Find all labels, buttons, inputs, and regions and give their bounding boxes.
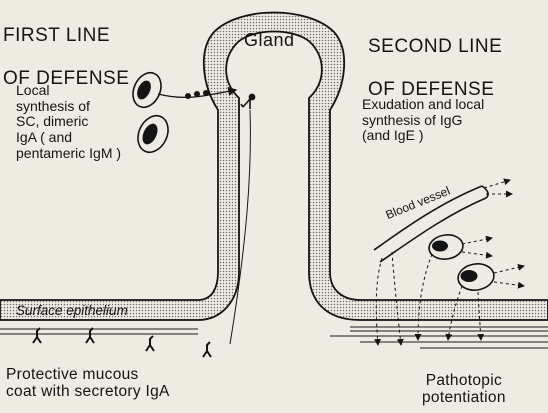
plasma-cell <box>427 233 464 261</box>
pathotopic-label: Pathotopic potentiation <box>422 372 506 407</box>
mucous-coat-label: Protective mucous coat with secretory Ig… <box>6 366 170 401</box>
plasma-cell <box>128 68 167 112</box>
surface-epithelium-label: Surface epithelium <box>16 303 128 318</box>
plasma-cell <box>132 111 173 157</box>
gland-label: Gland <box>244 30 295 50</box>
first-line-title: FIRST LINE <box>3 25 110 46</box>
plasma-cell <box>456 262 495 293</box>
iga-in-mucus <box>33 328 211 357</box>
mucous-coat-lines <box>0 327 548 348</box>
second-line-title: SECOND LINE <box>368 36 502 57</box>
local-synthesis-label: Local synthesis of SC, dimeric IgA ( and… <box>16 83 121 161</box>
exudation-label: Exudation and local synthesis of IgG (an… <box>362 97 484 144</box>
secretory-iga-molecule <box>241 94 255 109</box>
